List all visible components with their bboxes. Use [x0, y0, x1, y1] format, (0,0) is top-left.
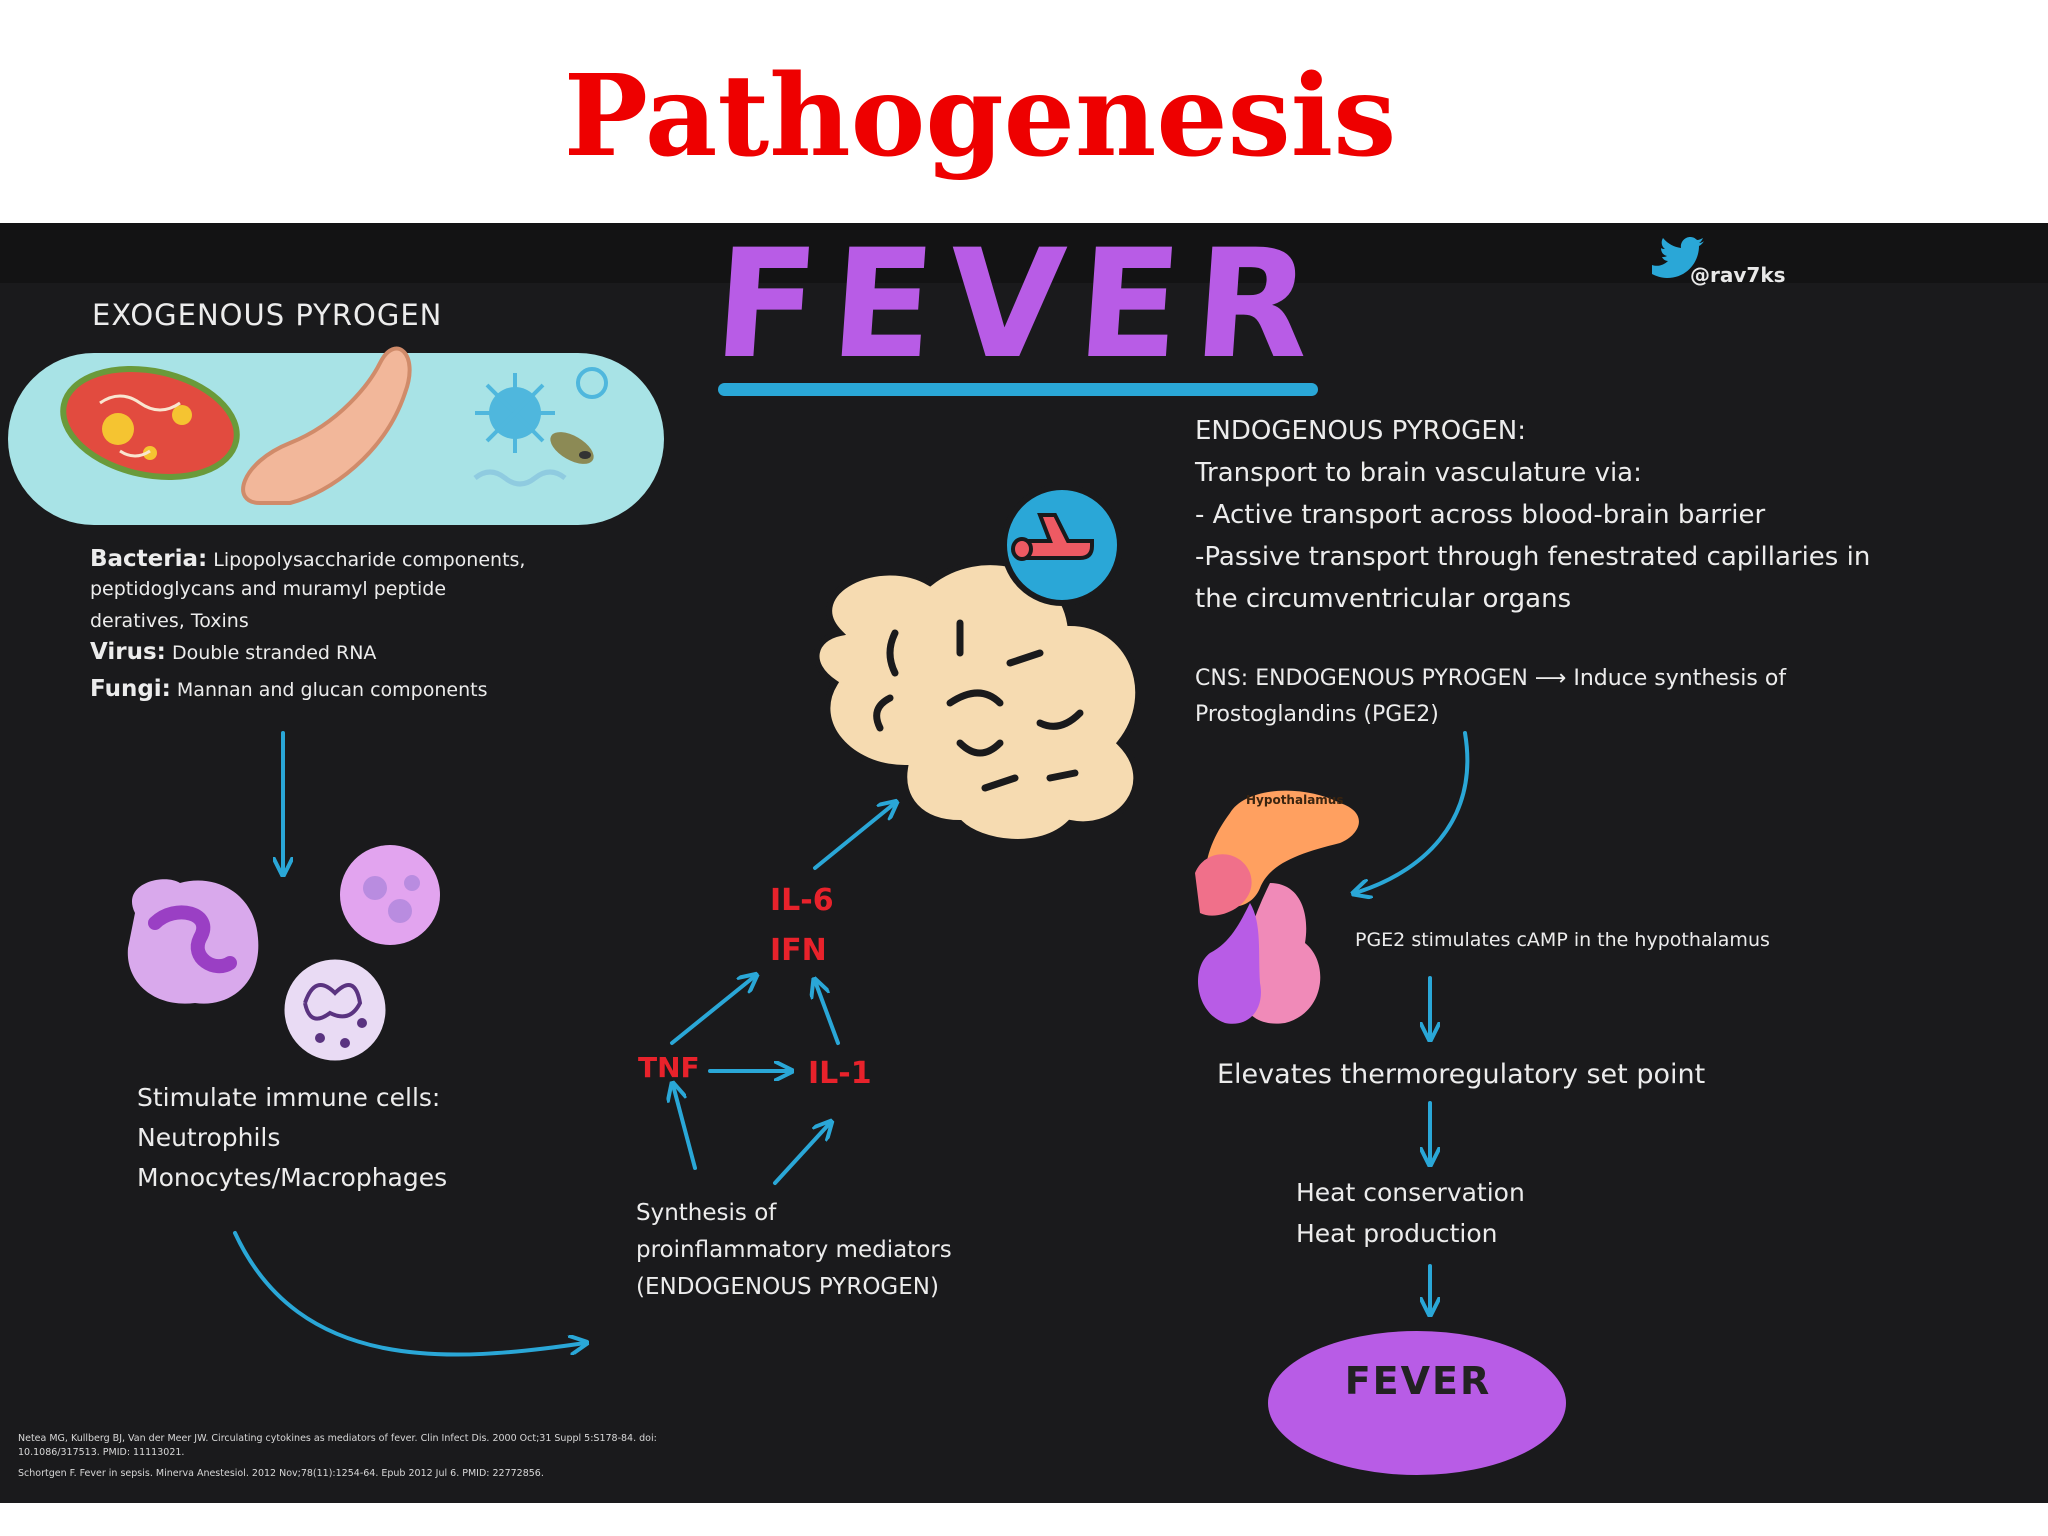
pge2-text: PGE2 stimulates cAMP in the hypothalamus — [1355, 929, 1770, 951]
neutrophil-cell-icon — [340, 845, 440, 945]
fungus-spore-icon — [550, 432, 594, 464]
bacteria-label: Bacteria: — [90, 546, 208, 572]
thermometer-badge-icon — [1001, 484, 1123, 606]
reference-line-2: 10.1086/317513. PMID: 11113021. — [18, 1447, 185, 1458]
virus-label: Virus: — [90, 639, 166, 665]
heat-line-2: Heat production — [1296, 1219, 1498, 1248]
reference-line-1: Netea MG, Kullberg BJ, Van der Meer JW. … — [18, 1433, 657, 1444]
bacteria-line-3: deratives, Toxins — [90, 610, 249, 632]
reference-line-3: Schortgen F. Fever in sepsis. Minerva An… — [18, 1468, 544, 1479]
cns-line-2: Prostoglandins (PGE2) — [1195, 702, 1439, 727]
endogenous-line-5: the circumventricular organs — [1195, 584, 1572, 614]
bacteria-line-2: peptidoglycans and muramyl peptide — [90, 578, 447, 600]
cytokine-tnf: TNF — [638, 1051, 700, 1084]
synthesis-line-3: (ENDOGENOUS PYROGEN) — [636, 1274, 939, 1300]
monocyte-cell-icon — [127, 879, 259, 1004]
final-fever-label: FEVER — [1344, 1359, 1492, 1403]
endogenous-line-3: - Active transport across blood-brain ba… — [1195, 500, 1766, 530]
cytokine-ifn: IFN — [770, 933, 827, 968]
cytokine-il1: IL-1 — [808, 1056, 872, 1091]
heat-line-1: Heat conservation — [1296, 1178, 1525, 1207]
immune-line-3: Monocytes/Macrophages — [137, 1163, 448, 1192]
endogenous-line-2: Transport to brain vasculature via: — [1195, 458, 1642, 488]
synthesis-line-2: proinflammatory mediators — [636, 1237, 952, 1263]
endogenous-line-1: ENDOGENOUS PYROGEN: — [1195, 416, 1526, 446]
fungi-line: Fungi: Mannan and glucan components — [90, 673, 487, 706]
arrow-cns-to-hypothalamus — [1355, 731, 1470, 893]
hypothalamus-icon — [1195, 790, 1359, 1024]
immune-line-2: Neutrophils — [137, 1123, 281, 1152]
fever-infographic: FEVER @rav7ks EXOGENOUS PYROGEN Bacteria… — [0, 223, 2048, 1503]
endogenous-line-4: -Passive transport through fenestrated c… — [1195, 542, 1871, 572]
virus-line: Virus: Double stranded RNA — [90, 636, 376, 669]
title-underline — [718, 383, 1318, 396]
hypothalamus-label: Hypothalamus — [1246, 793, 1344, 807]
cytokine-il6: IL-6 — [770, 883, 834, 918]
arrow-cells-to-synthesis — [233, 1231, 585, 1357]
final-fever-ellipse — [1268, 1331, 1566, 1475]
arrow-tnf-to-il6 — [670, 976, 755, 1045]
flow-arrows — [233, 731, 1470, 1357]
bacteria-line-1: Bacteria: Lipopolysaccharide components, — [90, 543, 525, 576]
macrophage-cell-icon — [281, 956, 389, 1064]
immune-line-1: Stimulate immune cells: — [137, 1083, 441, 1112]
rod-bacterium-icon — [241, 346, 412, 505]
infographic-graphics — [8, 237, 1704, 1475]
arrow-synthesis-to-il1 — [773, 1123, 830, 1185]
arrow-synthesis-to-tnf — [673, 1085, 697, 1170]
infographic-title: FEVER — [708, 223, 1331, 392]
arrow-to-brain — [813, 803, 895, 870]
slide-title: Pathogenesis — [563, 51, 1397, 182]
virus-icon — [473, 367, 608, 487]
bacterium-icon — [60, 365, 240, 481]
synthesis-line-1: Synthesis of — [636, 1200, 777, 1226]
fungi-text: Mannan and glucan components — [176, 679, 488, 701]
arrow-il1-to-ifn — [815, 981, 840, 1045]
bacteria-text-1: Lipopolysaccharide components, — [213, 549, 526, 571]
brain-icon — [813, 559, 1142, 845]
exogenous-heading: EXOGENOUS PYROGEN — [92, 298, 443, 332]
pathogen-capsule — [8, 346, 664, 525]
twitter-handle[interactable]: @rav7ks — [1690, 263, 1786, 287]
virus-text: Double stranded RNA — [171, 642, 377, 664]
fungi-label: Fungi: — [90, 676, 171, 702]
setpoint-text: Elevates thermoregulatory set point — [1217, 1059, 1706, 1090]
twitter-bird-icon — [1652, 237, 1704, 278]
panel-top-band — [0, 223, 2048, 283]
cns-line-1: CNS: ENDOGENOUS PYROGEN ⟶ Induce synthes… — [1195, 666, 1787, 691]
